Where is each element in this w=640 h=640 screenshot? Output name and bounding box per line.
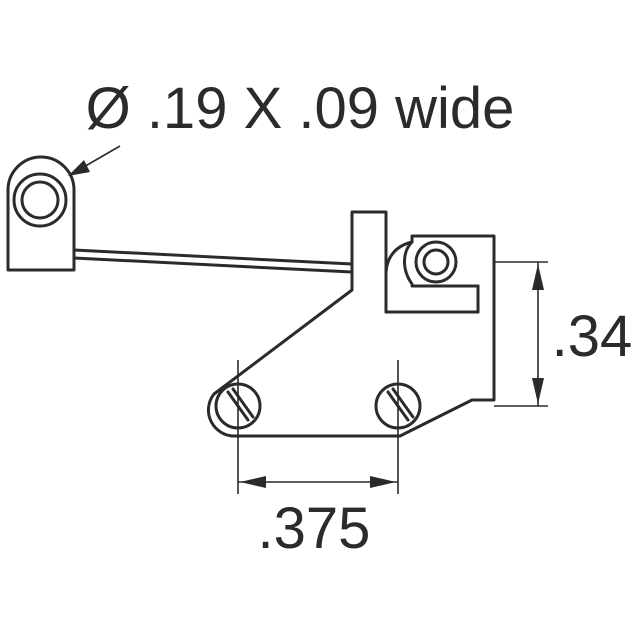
roller-leader-arrow [68,145,121,176]
spacing-dimension [237,360,399,494]
pivot-pin [414,240,458,284]
roller-holder [6,155,76,272]
roller-spec-label: Ø .19 X .09 wide [86,76,515,141]
height-dimension [494,261,548,407]
switch-body [206,210,496,438]
spacing-dimension-label: .375 [258,496,371,561]
actuator-lever [72,248,354,274]
height-dimension-label: .34 [552,304,633,369]
